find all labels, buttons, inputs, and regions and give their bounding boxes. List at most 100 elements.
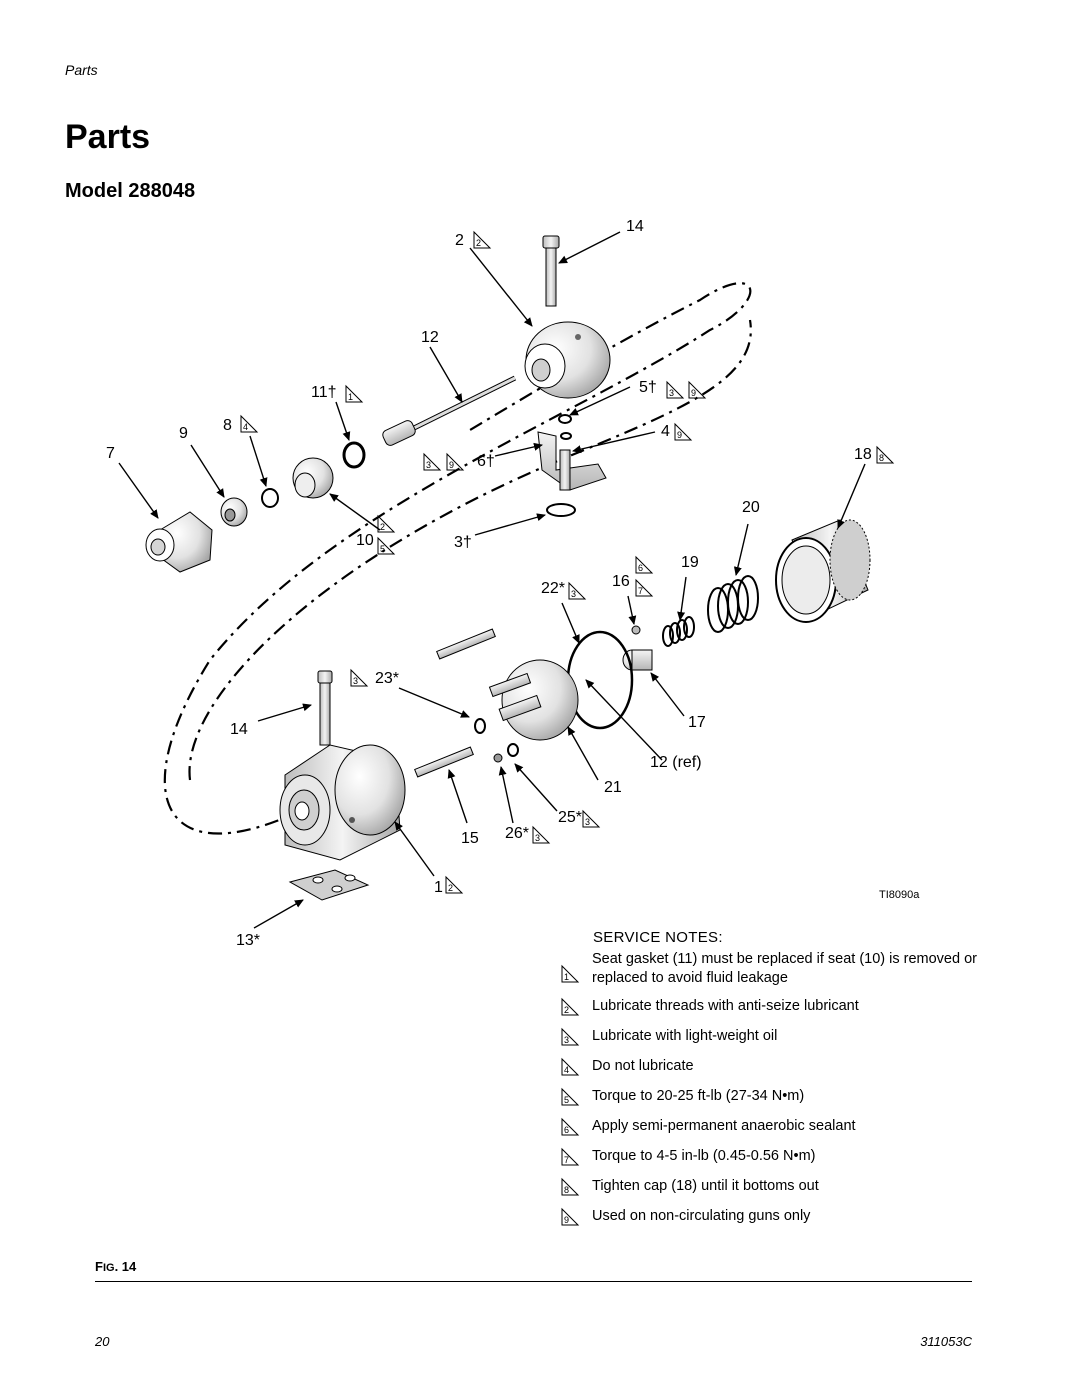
callout-11: 11† [311,384,337,401]
callout-21: 21 [604,779,622,796]
service-note-text: Torque to 4-5 in-lb (0.45-0.56 N•m) [592,1148,816,1164]
svg-text:4: 4 [243,422,248,432]
note-marker-icon: 2 [561,997,580,1016]
callout-20: 20 [742,499,760,516]
callout-13: 13* [236,932,260,949]
o-ring-26 [493,753,503,763]
callout-3: 3† [454,534,472,551]
svg-text:7: 7 [564,1155,569,1165]
seat-10 [292,457,334,499]
service-note-text: Torque to 20-25 ft-lb (27-34 N•m) [592,1088,805,1104]
callout-16: 16 [612,573,630,590]
svg-text:9: 9 [564,1215,569,1225]
nut-7 [145,511,213,573]
screw-15 [414,746,474,778]
note-marker-icon: 3 [561,1027,580,1046]
svg-text:7: 7 [638,586,643,596]
svg-text:1: 1 [348,392,353,402]
illustration-id: TI8090a [879,889,920,901]
page-number: 20 [95,1334,110,1349]
o-ring-22 [566,630,634,730]
callout-7: 7 [106,445,115,462]
svg-text:3: 3 [669,388,674,398]
note-marker-icon: 5 [561,1087,580,1106]
leader-lines [118,231,866,929]
svg-text:3: 3 [426,460,431,470]
service-note: 7 Torque to 4-5 in-lb (0.45-0.56 N•m) [560,1147,980,1167]
gasket-13 [288,869,370,901]
washer-8 [261,488,279,508]
note-marker-icon: 2 1 4 3 9 9 3 9 8 2 5 6 7 3 3 3 3 2 [240,230,895,894]
callout-14-top: 14 [626,218,644,235]
note-marker-icon: 8 [561,1177,580,1196]
svg-text:2: 2 [380,522,385,532]
callout-5: 5† [639,379,657,396]
cap-18 [775,519,871,623]
callout-2: 2 [455,232,464,249]
svg-text:8: 8 [879,453,884,463]
callout-22: 22* [541,580,565,597]
screw-upper [436,628,496,660]
svg-text:9: 9 [691,388,696,398]
valve-assembly-6 [537,414,607,517]
callout-12-ref: 12 (ref) [650,754,702,771]
spring-20 [707,575,759,633]
service-note: 5 Torque to 20-25 ft-lb (27-34 N•m) [560,1087,980,1107]
callout-4: 4 [661,423,670,440]
callout-19: 19 [681,554,699,571]
note-marker-icon: 7 [561,1147,580,1166]
service-note: 8 Tighten cap (18) until it bottoms out [560,1177,980,1197]
svg-text:5: 5 [380,544,385,554]
svg-text:3: 3 [535,833,540,843]
svg-text:3: 3 [571,589,576,599]
service-note-text: Apply semi-permanent anaerobic sealant [592,1118,856,1134]
callout-6: 6† [477,453,495,470]
service-note-text: Do not lubricate [592,1058,694,1074]
model-heading: Model 288048 [65,180,196,202]
callout-10: 10 [356,532,374,549]
note-marker-icon: 4 [561,1057,580,1076]
note-marker-icon: 9 [561,1207,580,1226]
screw-14-top [542,235,560,307]
svg-text:3: 3 [564,1035,569,1045]
svg-text:8: 8 [564,1185,569,1195]
note-marker-icon: 6 [561,1117,580,1136]
running-header: Parts [65,62,98,78]
callout-23: 23* [375,670,399,687]
svg-text:5: 5 [564,1095,569,1105]
footer-rule [95,1281,972,1282]
svg-text:6: 6 [564,1125,569,1135]
callout-17: 17 [688,714,706,731]
o-ring-23 [474,718,486,734]
service-note-text: Seat gasket (11) must be replaced if sea… [592,951,977,986]
callout-26: 26* [505,825,529,842]
callout-25: 25* [558,809,582,826]
callout-15: 15 [461,830,479,847]
svg-text:9: 9 [677,430,682,440]
figure-caption: FIG. 14 [95,1259,137,1274]
svg-text:2: 2 [476,238,481,248]
service-note: 6 Apply semi-permanent anaerobic sealant [560,1117,980,1137]
document-number: 311053C [920,1334,972,1349]
service-note: 1 Seat gasket (11) must be replaced if s… [560,950,980,988]
gasket-11 [342,441,366,469]
gun-body-1 [279,744,406,861]
seal-9 [220,497,248,527]
ball-16 [631,625,641,635]
service-note: 2 Lubricate threads with anti-seize lubr… [560,997,980,1017]
o-ring-25 [507,743,519,757]
note-marker-icon: 1 [561,964,580,983]
service-note-text: Used on non-circulating guns only [592,1208,811,1224]
service-notes-title: SERVICE NOTES: [593,929,723,946]
assembly-path [163,282,752,835]
callout-18: 18 [854,446,872,463]
svg-text:1: 1 [564,972,569,982]
service-note: 3 Lubricate with light-weight oil [560,1027,980,1047]
callout-14-lower: 14 [230,721,248,738]
callout-12: 12 [421,329,439,346]
svg-text:9: 9 [449,460,454,470]
service-note: 4 Do not lubricate [560,1057,980,1077]
service-note-text: Tighten cap (18) until it bottoms out [592,1178,819,1194]
callout-1: 1 [434,879,443,896]
